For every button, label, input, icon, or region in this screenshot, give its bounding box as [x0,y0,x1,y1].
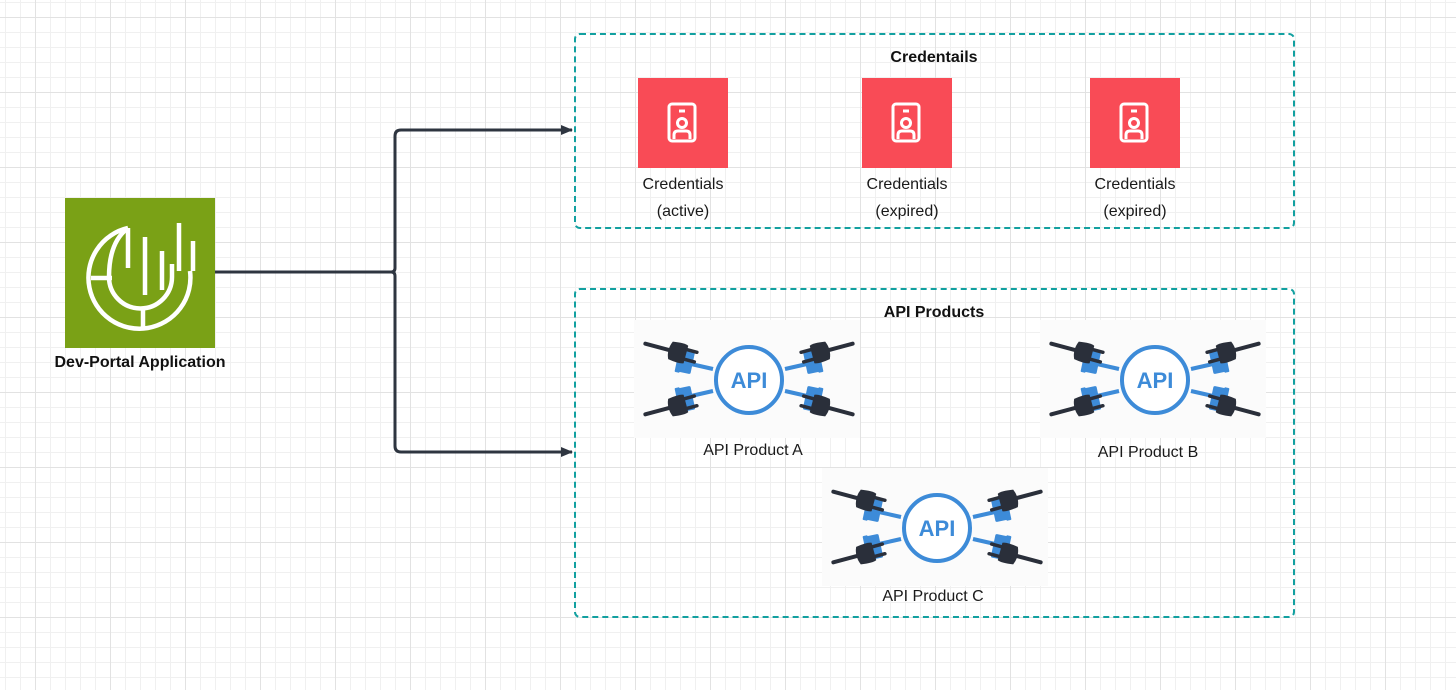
api-product-a-node[interactable]: API [634,320,860,438]
credential-title: Credentials [1094,176,1176,193]
api-circle [1120,345,1190,415]
plug-icon [987,542,1043,565]
dev-portal-app-icon [86,223,196,331]
api-plug-icon: API [643,341,855,417]
credential-node-expired-2[interactable] [1090,78,1180,168]
api-plug-icon: API [1049,341,1261,417]
credentials-group-title: Credentails [890,49,978,66]
dev-portal-app-node[interactable] [65,198,215,348]
plug-icon [643,341,699,364]
credential-status: (active) [656,203,710,220]
api-circle [714,345,784,415]
plug-icon [1049,341,1105,364]
plug-icon [1205,394,1261,417]
plug-icon [1049,394,1105,417]
id-badge-icon [1119,102,1149,143]
credential-node-expired-1[interactable] [862,78,952,168]
credentials-group[interactable] [574,33,1295,229]
plug-icon [799,394,855,417]
plug-icon [987,489,1043,512]
id-badge-icon [667,102,697,143]
api-text: API [1137,368,1174,393]
connector-app-to-credentials[interactable] [215,125,573,274]
credential-node-active[interactable] [638,78,728,168]
credential-label-active: Credentials (active) [603,171,763,225]
plug-icon [1205,341,1261,364]
plug-icon [643,394,699,417]
credential-label-expired-2: Credentials (expired) [1055,171,1215,225]
plug-icon [831,489,887,512]
plug-icon [831,542,887,565]
api-products-group[interactable] [574,288,1295,618]
credential-status: (expired) [875,203,939,220]
plug-icon [799,341,855,364]
api-product-b-label: API Product B [1097,444,1199,461]
api-product-c-label: API Product C [882,588,984,605]
api-product-b-node[interactable]: API [1040,320,1266,438]
api-product-c-node[interactable]: API [822,468,1048,586]
credential-title: Credentials [866,176,948,193]
api-text: API [731,368,768,393]
api-product-a-label: API Product A [703,442,803,459]
api-plug-icon: API [831,489,1043,565]
id-badge-icon [891,102,921,143]
api-products-group-title: API Products [883,304,985,321]
api-text: API [919,516,956,541]
dev-portal-app-label: Dev-Portal Application [54,354,226,371]
credential-status: (expired) [1103,203,1167,220]
credential-label-expired-1: Credentials (expired) [827,171,987,225]
api-circle [902,493,972,563]
credential-title: Credentials [642,176,724,193]
connector-app-to-api-products[interactable] [390,270,573,457]
